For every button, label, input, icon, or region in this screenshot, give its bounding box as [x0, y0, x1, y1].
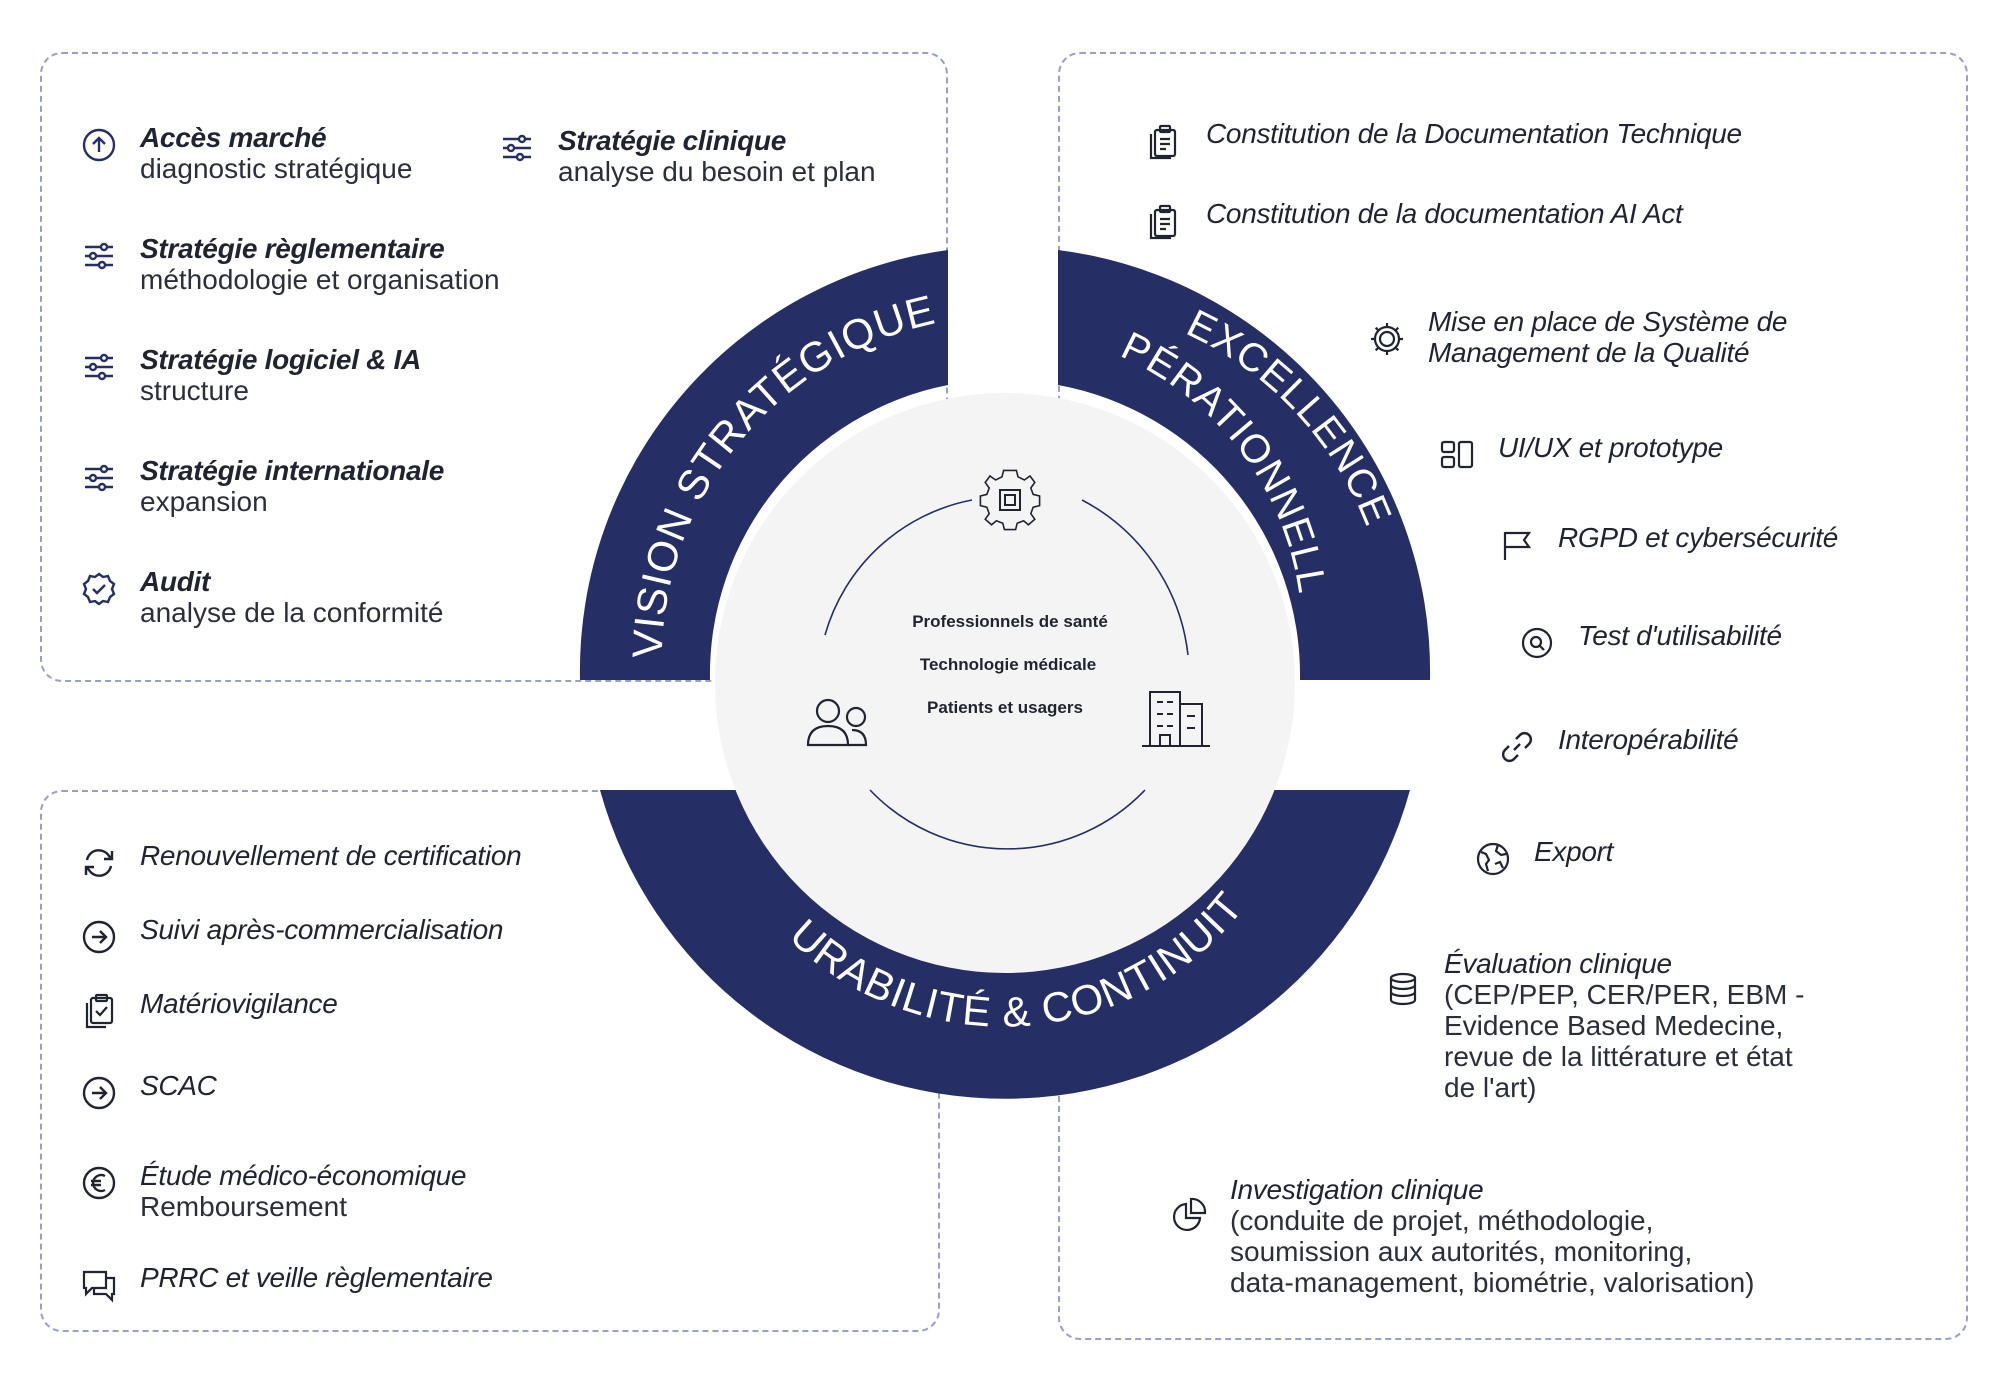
item-interoperabilite[interactable]: Interopérabilité [1498, 724, 1739, 766]
item-ui-ux-prototype[interactable]: UI/UX et prototype [1438, 432, 1723, 474]
pie-chart-icon [1170, 1196, 1208, 1234]
item-scac[interactable]: SCAC [80, 1070, 217, 1112]
euro-icon [80, 1164, 118, 1202]
database-icon [1384, 970, 1422, 1008]
center-label-professionnels: Professionnels de santé [912, 612, 1108, 631]
building-icon [1142, 691, 1210, 747]
link-icon [1498, 728, 1536, 766]
layout-icon [1438, 436, 1476, 474]
item-evaluation-clinique[interactable]: Évaluation clinique (CEP/PEP, CER/PER, E… [1384, 948, 1804, 1103]
inner-arc-left [824, 499, 973, 636]
ring-segment-vision [579, 250, 948, 680]
search-icon [1518, 624, 1556, 662]
sliders-icon [80, 348, 118, 386]
refresh-icon [80, 844, 118, 882]
sliders-icon [498, 129, 536, 167]
item-export[interactable]: Export [1474, 836, 1613, 878]
gear-icon [1368, 320, 1406, 358]
sliders-icon [80, 237, 118, 275]
clipboard-check-icon [80, 992, 118, 1030]
item-documentation-technique[interactable]: Constitution de la Documentation Techniq… [1146, 118, 1742, 160]
inner-arc-right [1081, 499, 1189, 656]
chat-icon [80, 1266, 118, 1304]
center-disc [715, 393, 1295, 973]
inner-arc-bottom [869, 789, 1146, 850]
ring-segment-excellence [1058, 250, 1431, 680]
item-prrc-veille-reglementaire[interactable]: PRRC et veille règlementaire [80, 1262, 493, 1304]
globe-icon [1474, 840, 1512, 878]
item-materiovigilance[interactable]: Matériovigilance [80, 988, 338, 1030]
chip-gear-icon [979, 469, 1041, 531]
arrow-up-circle-icon [80, 126, 118, 164]
badge-check-icon [80, 570, 118, 608]
arrow-right-circle-icon [80, 918, 118, 956]
arrow-right-circle-icon [80, 1074, 118, 1112]
clipboard-icon [1146, 122, 1184, 160]
people-icon [806, 698, 868, 747]
item-investigation-clinique[interactable]: Investigation clinique (conduite de proj… [1170, 1174, 1754, 1298]
item-rgpd-cybersecurite[interactable]: RGPD et cybersécurité [1498, 522, 1838, 564]
item-test-utilisabilite[interactable]: Test d'utilisabilité [1518, 620, 1782, 662]
item-renouvellement-certification[interactable]: Renouvellement de certification [80, 840, 522, 882]
center-label-technologie: Technologie médicale [919, 655, 1097, 674]
clipboard-icon [1146, 202, 1184, 240]
sliders-icon [80, 459, 118, 497]
item-suivi-apres-commercialisation[interactable]: Suivi après-commercialisation [80, 914, 504, 956]
flag-icon [1498, 526, 1536, 564]
center-label-patients: Patients et usagers [927, 698, 1083, 717]
item-documentation-ai-act[interactable]: Constitution de la documentation AI Act [1146, 198, 1683, 240]
